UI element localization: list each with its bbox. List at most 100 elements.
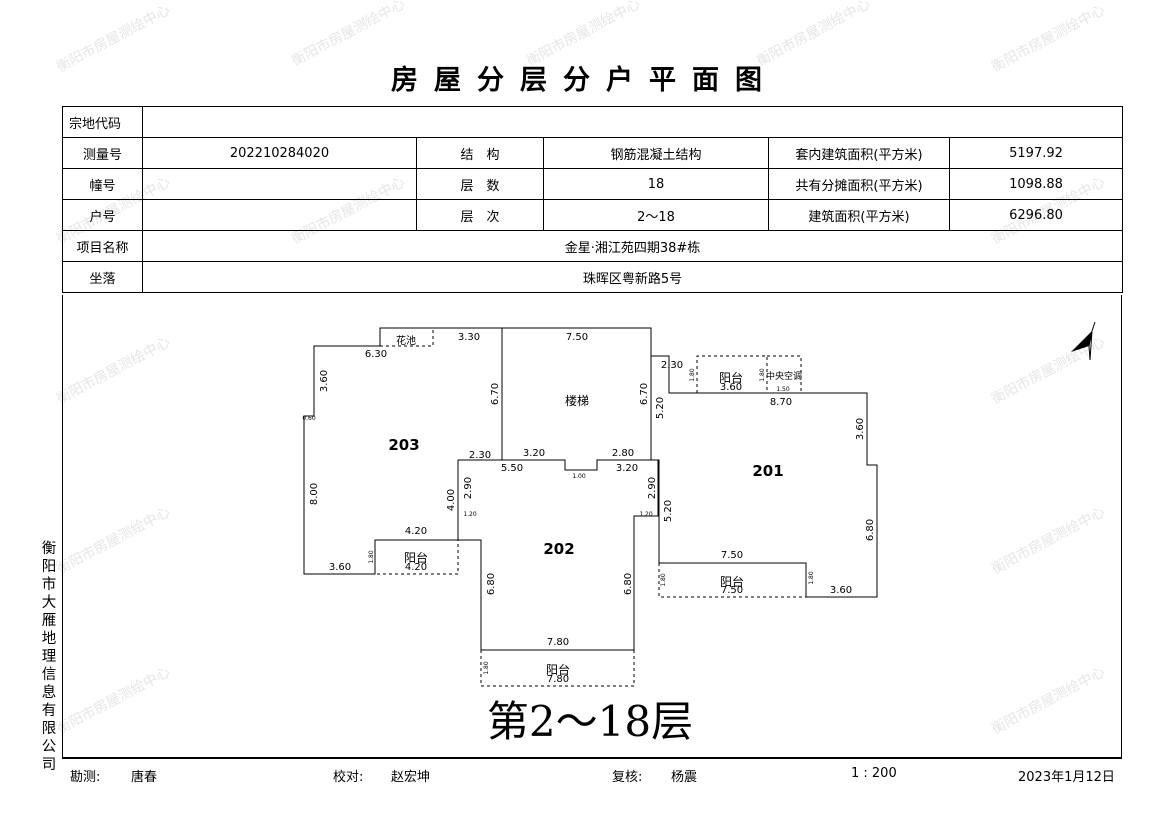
balcony-201-label: 阳台: [720, 574, 744, 589]
location-value: 珠晖区粤新路5号: [141, 261, 1124, 293]
planter-outline: [379, 328, 434, 347]
dim-label: 1.80: [660, 573, 667, 587]
building-no-value: [142, 168, 417, 200]
dim-label: 3.60: [855, 418, 866, 440]
floors-value: 18: [543, 168, 769, 200]
dim-label: 4.00: [446, 489, 457, 511]
floor-range-label: 层 次: [416, 199, 544, 231]
dim-label: 1.80: [483, 661, 490, 675]
dim-label: 2.30: [661, 360, 683, 371]
dim-label: 1.80: [808, 571, 815, 585]
surveyor-label: 勘测:: [70, 770, 101, 785]
survey-no-label: 测量号: [62, 137, 143, 169]
dim-label: 8.70: [770, 397, 792, 408]
ac-label: 中央空调: [766, 370, 802, 382]
balcony-203-label: 阳台: [404, 550, 428, 565]
surveyor-name: 唐春: [131, 770, 158, 785]
building-no-label: 幢号: [62, 168, 143, 200]
dim-label: 2.90: [463, 477, 474, 499]
table-row: 户号 层 次 2～18 建筑面积(平方米) 6296.80: [62, 199, 1124, 231]
dim-label: 6.80: [865, 519, 876, 541]
dim-label: 4.20: [405, 562, 427, 573]
info-table: 宗地代码 测量号 202210284020 结 构 钢筋混凝土结构 套内建筑面积…: [62, 106, 1124, 293]
project-name-value: 金星·湘江苑四期38#栋: [141, 230, 1124, 262]
parcel-code-label: 宗地代码: [62, 106, 143, 138]
dim-label: 2.30: [469, 450, 491, 461]
table-row: 测量号 202210284020 结 构 钢筋混凝土结构 套内建筑面积(平方米)…: [62, 137, 1124, 169]
scale-value: 1 : 200: [851, 766, 897, 781]
project-name-label: 项目名称: [62, 230, 143, 262]
date-value: 2023年1月12日: [1018, 770, 1115, 785]
building-area-label: 建筑面积(平方米): [768, 199, 950, 231]
shared-area-value: 1098.88: [948, 168, 1124, 200]
dim-label: 3.60: [329, 562, 351, 573]
unit-201-number: 201: [752, 462, 783, 480]
dim-label: 5.50: [501, 463, 523, 474]
table-row: 坐落 珠晖区粤新路5号: [62, 261, 1124, 293]
dim-label: 7.80: [547, 674, 569, 685]
floors-label: 层 数: [416, 168, 544, 200]
dim-label: 7.50: [721, 550, 743, 561]
dim-label: 1.00: [572, 473, 586, 480]
dim-label: 1.80: [368, 550, 375, 564]
drawing-frame: [62, 295, 1122, 759]
unit-202-number: 202: [543, 540, 574, 558]
inner-area-label: 套内建筑面积(平方米): [768, 137, 950, 169]
dim-label: 1.20: [639, 511, 653, 518]
floor-label: 第2～18层: [487, 697, 693, 746]
dim-label: 3.20: [523, 448, 545, 459]
structure-label: 结 构: [416, 137, 544, 169]
dim-label: 7.50: [566, 332, 588, 343]
dim-label: 7.50: [721, 585, 743, 596]
dim-label: 6.80: [486, 573, 497, 595]
unit-203-outline: [303, 327, 503, 575]
parcel-code-value: [141, 106, 1124, 138]
planter-label: 花池: [396, 334, 416, 347]
balcony-201-top-outline: [696, 355, 768, 393]
table-row: 项目名称 金星·湘江苑四期38#栋: [62, 230, 1124, 262]
dim-label: 3.60: [319, 370, 330, 392]
balcony-201-top-label: 阳台: [719, 370, 743, 385]
dim-label: 3.20: [616, 463, 638, 474]
floor-plan: 203 202 201 楼梯 阳台 阳台 阳台 阳台 花池 中央空调 3.30 …: [302, 321, 1096, 746]
unit-no-label: 户号: [62, 199, 143, 231]
unit-no-value: [142, 199, 417, 231]
organization-name: 衡阳市大雁地理信息有限公司: [41, 541, 57, 773]
building-area-value: 6296.80: [948, 199, 1124, 231]
floor-range-value: 2～18: [543, 199, 769, 231]
dim-label: 1.80: [689, 368, 696, 382]
dim-label: 8.00: [309, 483, 320, 505]
dim-label: 1.20: [463, 511, 477, 518]
dim-label: 3.60: [720, 382, 742, 393]
structure-value: 钢筋混凝土结构: [543, 137, 769, 169]
dim-label: 3.60: [830, 585, 852, 596]
table-row: 宗地代码: [62, 106, 1124, 138]
dim-label: 2.80: [612, 448, 634, 459]
checker-label: 校对:: [333, 770, 364, 785]
dim-label: 6.30: [365, 349, 387, 360]
dim-label: 1.50: [776, 386, 790, 393]
dim-label: 4.20: [405, 526, 427, 537]
dim-label: 6.80: [623, 573, 634, 595]
reviewer-name: 杨震: [671, 770, 698, 785]
reviewer-label: 复核:: [612, 770, 643, 785]
dim-label: 2.90: [647, 477, 658, 499]
survey-no-value: 202210284020: [142, 137, 417, 169]
dim-label: 0.60: [302, 415, 316, 422]
stairs-label: 楼梯: [565, 393, 589, 408]
balcony-201-outline: [658, 563, 806, 598]
balcony-203-outline: [374, 540, 459, 575]
location-label: 坐落: [62, 261, 143, 293]
unit-203-number: 203: [388, 436, 419, 454]
dim-label: 3.30: [458, 332, 480, 343]
unit-201-outline: [651, 355, 878, 598]
north-arrow-icon: [1071, 321, 1096, 361]
dim-label: 7.80: [547, 637, 569, 648]
dim-label: 5.20: [655, 397, 666, 419]
dim-label: 1.80: [759, 368, 766, 382]
dim-label: 6.70: [639, 383, 650, 405]
table-row: 幢号 层 数 18 共有分摊面积(平方米) 1098.88: [62, 168, 1124, 200]
dim-label: 5.20: [663, 500, 674, 522]
inner-area-value: 5197.92: [948, 137, 1124, 169]
dim-label: 6.70: [490, 383, 501, 405]
